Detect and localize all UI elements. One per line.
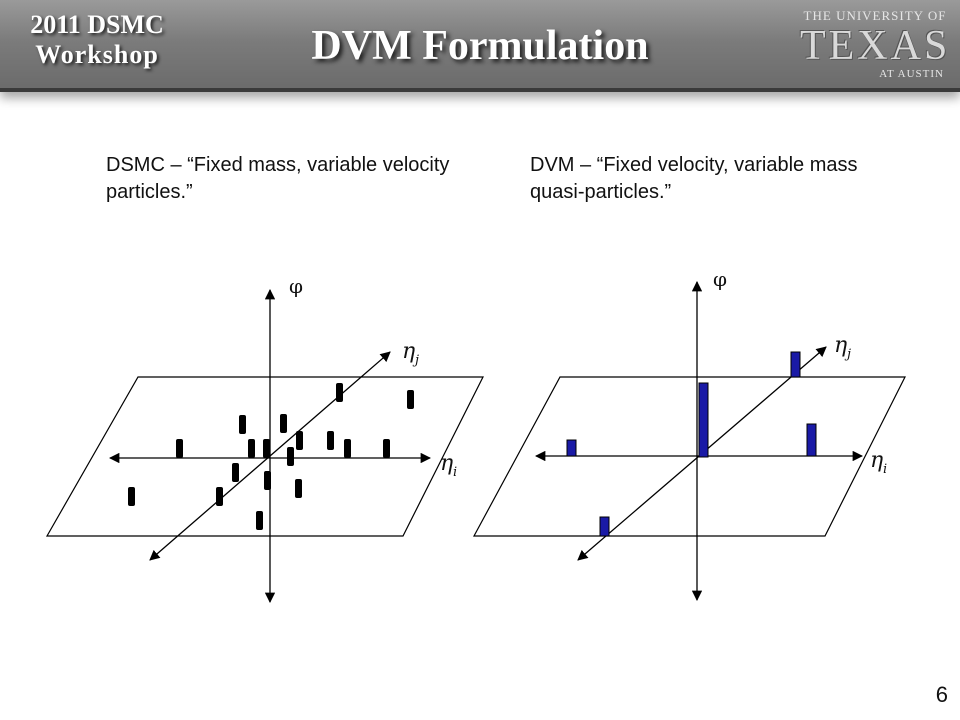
dsmc-caption: DSMC – “Fixed mass, variable velocity pa… <box>106 154 450 203</box>
dsmc-particle <box>287 447 294 466</box>
dsmc-particle <box>176 439 183 458</box>
dvm-caption: DVM – “Fixed velocity, variable mass qua… <box>530 154 858 203</box>
dsmc-particle <box>296 431 303 450</box>
dsmc-particle <box>239 415 246 434</box>
dvm-phi-label: φ <box>713 267 727 291</box>
logo-top-text: THE UNIVERSITY OF <box>803 8 947 23</box>
dsmc-eta-i-subscript: i <box>453 465 457 480</box>
slide-title: DVM Formulation <box>311 23 649 69</box>
dvm-quasi-particle <box>698 382 709 458</box>
dsmc-particle <box>295 479 302 498</box>
dvm-quasi-particle <box>806 423 817 457</box>
workshop-year: 2011 DSMC <box>30 10 164 39</box>
dsmc-particle <box>232 463 239 482</box>
dvm-eta-i-label: η <box>870 448 883 473</box>
dsmc-particle <box>327 431 334 450</box>
dvm-quasi-particles <box>566 351 817 537</box>
dvm-eta-i-subscript: i <box>883 462 887 477</box>
workshop-badge: 2011 DSMC Workshop <box>12 10 182 70</box>
dsmc-particle <box>383 439 390 458</box>
logo-main-text: TEXAS <box>800 23 951 69</box>
header-bar <box>0 0 960 92</box>
dsmc-particle <box>216 487 223 506</box>
dvm-eta-j-subscript: j <box>844 347 851 362</box>
dsmc-particle <box>248 439 255 458</box>
dsmc-eta-j-subscript: j <box>412 353 419 368</box>
dvm-quasi-particle <box>599 516 610 537</box>
dsmc-particle <box>256 511 263 530</box>
dvm-quasi-particle <box>566 439 577 457</box>
dsmc-eta-i-label: η <box>440 451 453 476</box>
dvm-diagram: φ η j η i <box>472 267 906 602</box>
dsmc-particle <box>407 390 414 409</box>
dsmc-particle <box>336 383 343 402</box>
dsmc-particle <box>344 439 351 458</box>
page-number: 6 <box>935 682 948 707</box>
university-logo: THE UNIVERSITY OF TEXAS AT AUSTIN <box>800 8 950 84</box>
dsmc-particle <box>264 471 271 490</box>
dvm-eta-j-label: η <box>834 333 847 358</box>
dsmc-diagram: φ η j η i <box>45 274 484 604</box>
dsmc-eta-j-label: η <box>402 339 415 364</box>
logo-bottom-text: AT AUSTIN <box>879 68 944 80</box>
dsmc-phi-label: φ <box>289 274 303 298</box>
dsmc-particle <box>128 487 135 506</box>
workshop-label: Workshop <box>35 40 159 69</box>
dsmc-particle <box>263 439 270 458</box>
header-divider <box>0 88 960 92</box>
dsmc-particles <box>128 383 414 530</box>
dsmc-particle <box>280 414 287 433</box>
dvm-quasi-particle <box>790 351 801 378</box>
